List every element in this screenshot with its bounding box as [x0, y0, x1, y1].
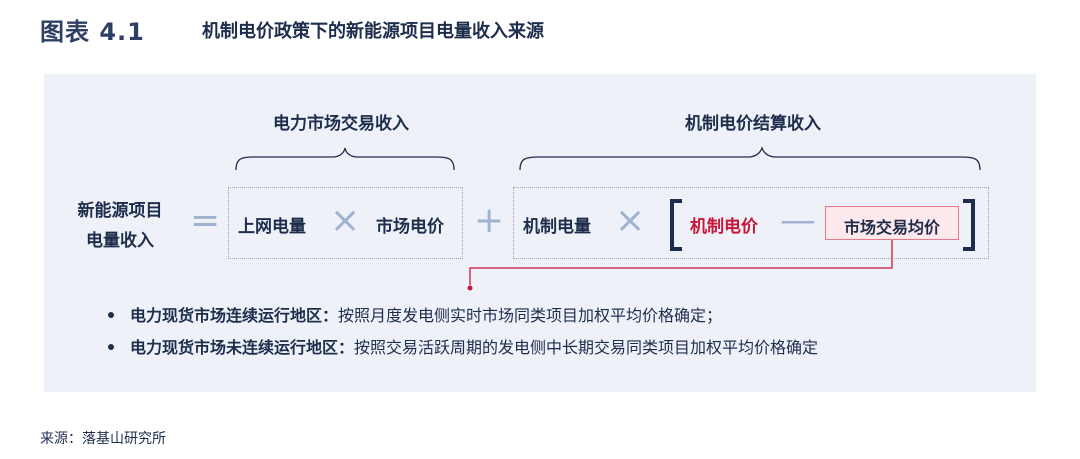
equals-sign: = — [190, 200, 221, 241]
term-grid-energy: 上网电量 — [238, 217, 306, 237]
bullet-bold: 电力现货市场连续运行地区： — [130, 306, 339, 325]
figure-label: 图表 4.1 — [40, 18, 145, 46]
plus-sign: + — [474, 200, 505, 241]
lhs-label: 新能源项目 电量收入 — [64, 196, 176, 256]
connector-line — [469, 240, 893, 285]
times-sign-2: × — [615, 200, 646, 241]
bullet-text: 按照月度发电侧实时市场同类项目加权平均价格确定； — [338, 306, 723, 325]
bullet-continuous-spot: 电力现货市场连续运行地区：按照月度发电侧实时市场同类项目加权平均价格确定； — [108, 302, 722, 326]
bullet-text: 按照交易活跃周期的发电侧中长期交易同类项目加权平均价格确定 — [354, 338, 819, 357]
mechanism-income-box — [513, 187, 989, 259]
heading-mechanism-income: 机制电价结算收入 — [685, 114, 821, 134]
market-avg-price-box: 市场交易均价 — [825, 206, 959, 240]
heading-market-income: 电力市场交易收入 — [273, 114, 409, 134]
lhs-line-1: 新能源项目 — [77, 201, 163, 221]
right-bracket — [963, 199, 975, 251]
term-mechanism-price: 机制电价 — [690, 217, 758, 237]
term-market-price: 市场电价 — [376, 217, 444, 237]
bullet-dot — [108, 311, 114, 318]
figure-title: 机制电价政策下的新能源项目电量收入来源 — [202, 21, 544, 42]
left-bracket — [670, 199, 682, 251]
minus-sign: — — [780, 200, 816, 241]
bullet-noncontinuous-spot: 电力现货市场未连续运行地区：按照交易活跃周期的发电侧中长期交易同类项目加权平均价… — [108, 334, 818, 358]
lhs-line-2: 电量收入 — [86, 231, 154, 251]
market-income-box — [228, 187, 463, 259]
connector-dot — [467, 285, 473, 291]
brace-mechanism-income — [519, 146, 981, 171]
term-market-avg-price: 市场交易均价 — [843, 218, 940, 237]
times-sign-1: × — [330, 200, 361, 241]
bullet-dot — [108, 343, 114, 350]
term-mechanism-energy: 机制电量 — [523, 217, 591, 237]
brace-market-income — [235, 147, 455, 171]
bullet-bold: 电力现货市场未连续运行地区： — [130, 338, 355, 357]
source-note: 来源：落基山研究所 — [40, 431, 166, 447]
